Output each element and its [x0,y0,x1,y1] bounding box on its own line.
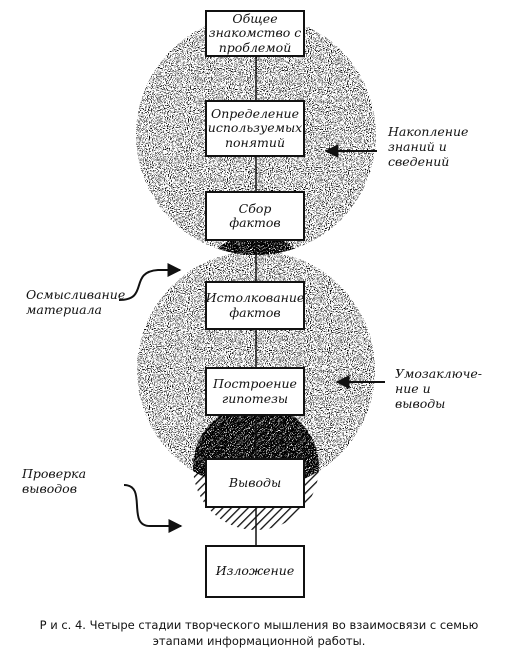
box-fact-collection: Сбор фактов [205,191,305,241]
box-hypothesis-construction: Построение гипотезы [205,367,305,416]
arrow-verification [123,484,183,533]
box-conclusions: Выводы [205,458,305,508]
label-accumulation: Накопление знаний и сведений [388,124,469,169]
arrow-comprehension [118,263,182,301]
figure-caption: Р и с. 4. Четыре стадии творческого мышл… [39,618,479,648]
box-general-familiarization: Общее знакомство с проблемой [205,10,305,57]
box-fact-interpretation: Истолкование фактов [205,281,305,330]
label-comprehension: Осмысливание материала [26,287,126,317]
label-verification: Проверка выводов [22,466,87,496]
label-inference: Умозаключе- ние и выводы [395,366,483,411]
box-presentation: Изложение [205,545,305,598]
box-definition-of-concepts: Определение используемых понятий [205,100,305,157]
